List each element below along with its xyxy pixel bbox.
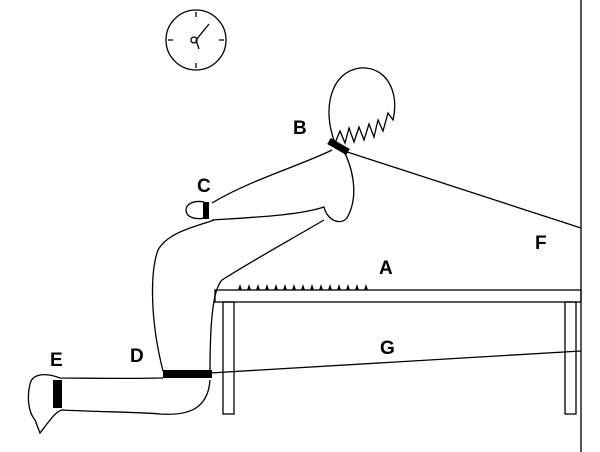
spike bbox=[328, 284, 332, 290]
strap-g bbox=[209, 350, 582, 374]
spike bbox=[265, 284, 269, 290]
spike bbox=[364, 284, 368, 290]
label-c: C bbox=[197, 176, 211, 197]
cuff-e bbox=[53, 380, 62, 408]
figure-arm bbox=[211, 149, 333, 204]
spike bbox=[247, 284, 251, 290]
spike bbox=[301, 284, 305, 290]
label-e: E bbox=[50, 350, 63, 371]
figure-hair bbox=[328, 67, 396, 146]
label-g: G bbox=[380, 338, 395, 359]
spike bbox=[238, 284, 242, 290]
strap-f bbox=[334, 147, 582, 229]
spike-row bbox=[238, 284, 368, 290]
spike bbox=[355, 284, 359, 290]
spike bbox=[337, 284, 341, 290]
spike bbox=[310, 284, 314, 290]
label-a: A bbox=[379, 258, 393, 279]
figure-leg bbox=[27, 373, 211, 435]
clock-icon bbox=[165, 9, 227, 71]
band-d bbox=[163, 370, 212, 378]
label-d: D bbox=[130, 346, 144, 367]
cuff-c bbox=[203, 202, 209, 219]
collar-b bbox=[327, 137, 350, 156]
spike bbox=[256, 284, 260, 290]
spike bbox=[319, 284, 323, 290]
spike bbox=[292, 284, 296, 290]
spike bbox=[283, 284, 287, 290]
figure-hand bbox=[185, 200, 205, 220]
spike bbox=[346, 284, 350, 290]
label-f: F bbox=[535, 233, 547, 254]
figure-front bbox=[151, 219, 215, 372]
label-b: B bbox=[293, 118, 307, 139]
spike bbox=[274, 284, 278, 290]
figure-back bbox=[211, 147, 355, 223]
figure-belly bbox=[209, 219, 325, 372]
table bbox=[214, 289, 582, 415]
